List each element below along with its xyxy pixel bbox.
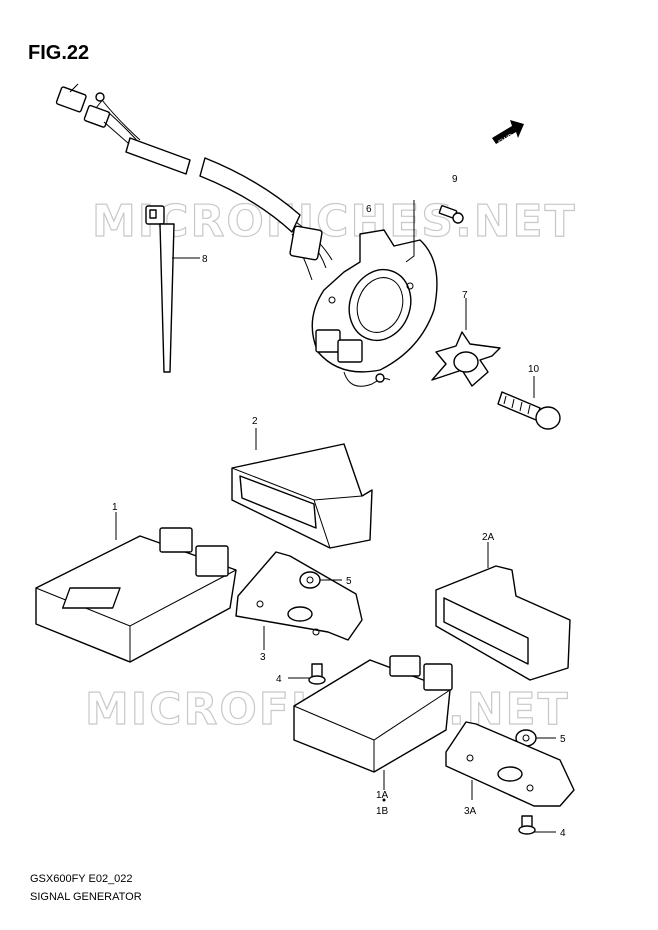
callout-10: 10 [528, 364, 540, 375]
callout-1a: 1A [376, 790, 389, 801]
callout-5-upper: 5 [346, 576, 352, 587]
callout-4-lower: 4 [560, 828, 566, 839]
bolt-4-middle [288, 663, 326, 685]
footer-section-name: SIGNAL GENERATOR [30, 891, 142, 903]
footer-model-code: GSX600FY E02_022 [30, 873, 133, 885]
igniter-cover-2 [231, 428, 373, 549]
screw-9 [405, 200, 464, 263]
callout-8: 8 [202, 254, 208, 265]
callout-2a: 2A [482, 532, 495, 543]
bolt-10 [497, 376, 561, 430]
bracket-3a [445, 721, 575, 807]
forward-arrow-icon: FWD [492, 120, 524, 147]
bolt-4-lower [518, 815, 556, 835]
wire-harness-connector [55, 83, 301, 233]
cable-tie-8 [145, 205, 200, 373]
callout-1b: 1B [376, 806, 389, 817]
callout-7: 7 [462, 290, 468, 301]
bracket-3 [235, 551, 363, 650]
igniter-cover-2a [435, 542, 571, 681]
igniter-unit-1a-1b [293, 655, 453, 802]
callout-1: 1 [112, 502, 118, 513]
figure-title: FIG.22 [28, 42, 90, 64]
signal-generator-stator [289, 225, 438, 387]
igniter-unit-1 [35, 512, 237, 663]
callout-2: 2 [252, 416, 258, 427]
callout-6: 6 [366, 204, 372, 215]
callout-5-lower: 5 [560, 734, 566, 745]
callout-9: 9 [452, 174, 458, 185]
callout-4-middle: 4 [276, 674, 282, 685]
callout-3: 3 [260, 652, 266, 663]
nut-5-upper [299, 571, 342, 589]
signal-rotor-7 [431, 298, 501, 387]
callout-3a: 3A [464, 806, 477, 817]
